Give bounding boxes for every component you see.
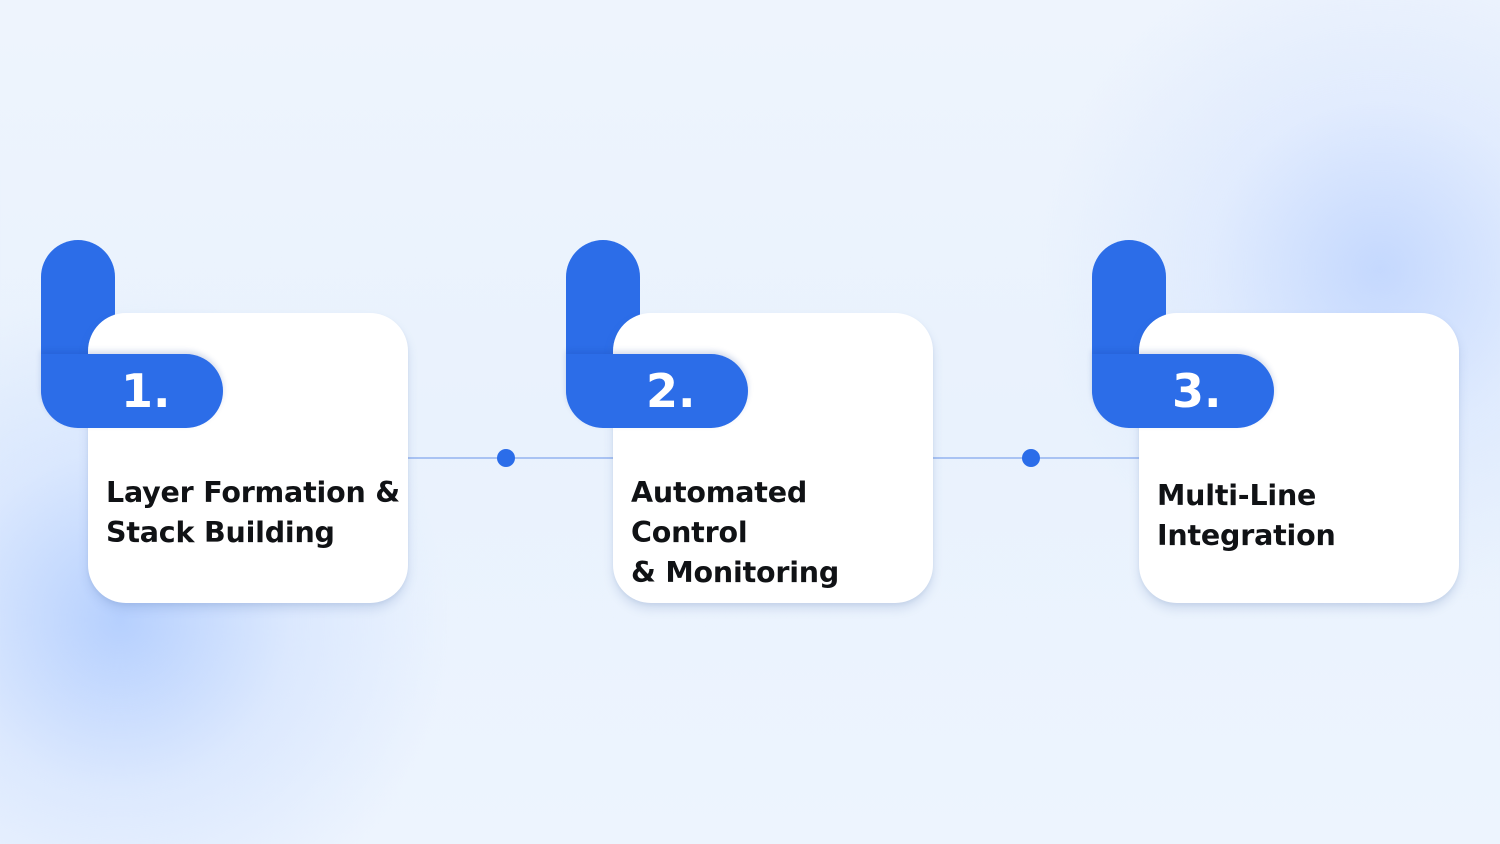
- step-number: 1.: [121, 364, 171, 418]
- step-title: Multi-Line Integration: [1157, 476, 1457, 556]
- step-2: 2. Automated Control & Monitoring: [566, 240, 986, 610]
- step-number: 2.: [646, 364, 696, 418]
- step-title: Layer Formation & Stack Building: [106, 473, 406, 553]
- step-number-pill: [1092, 354, 1274, 428]
- step-number: 3.: [1172, 364, 1222, 418]
- step-title: Automated Control & Monitoring: [631, 473, 931, 593]
- step-title-line: & Monitoring: [631, 556, 840, 589]
- connector-dot-1-2: [497, 449, 515, 467]
- step-title-line: Multi-Line: [1157, 479, 1317, 512]
- step-title-line: Stack Building: [106, 516, 335, 549]
- step-3: 3. Multi-Line Integration: [1092, 240, 1500, 610]
- step-title-line: Integration: [1157, 519, 1336, 552]
- step-title-line: Automated Control: [631, 476, 808, 549]
- step-title-line: Layer Formation &: [106, 476, 400, 509]
- step-number-pill: [41, 354, 223, 428]
- step-1: 1. Layer Formation & Stack Building: [41, 240, 461, 610]
- step-number-pill: [566, 354, 748, 428]
- connector-dot-2-3: [1022, 449, 1040, 467]
